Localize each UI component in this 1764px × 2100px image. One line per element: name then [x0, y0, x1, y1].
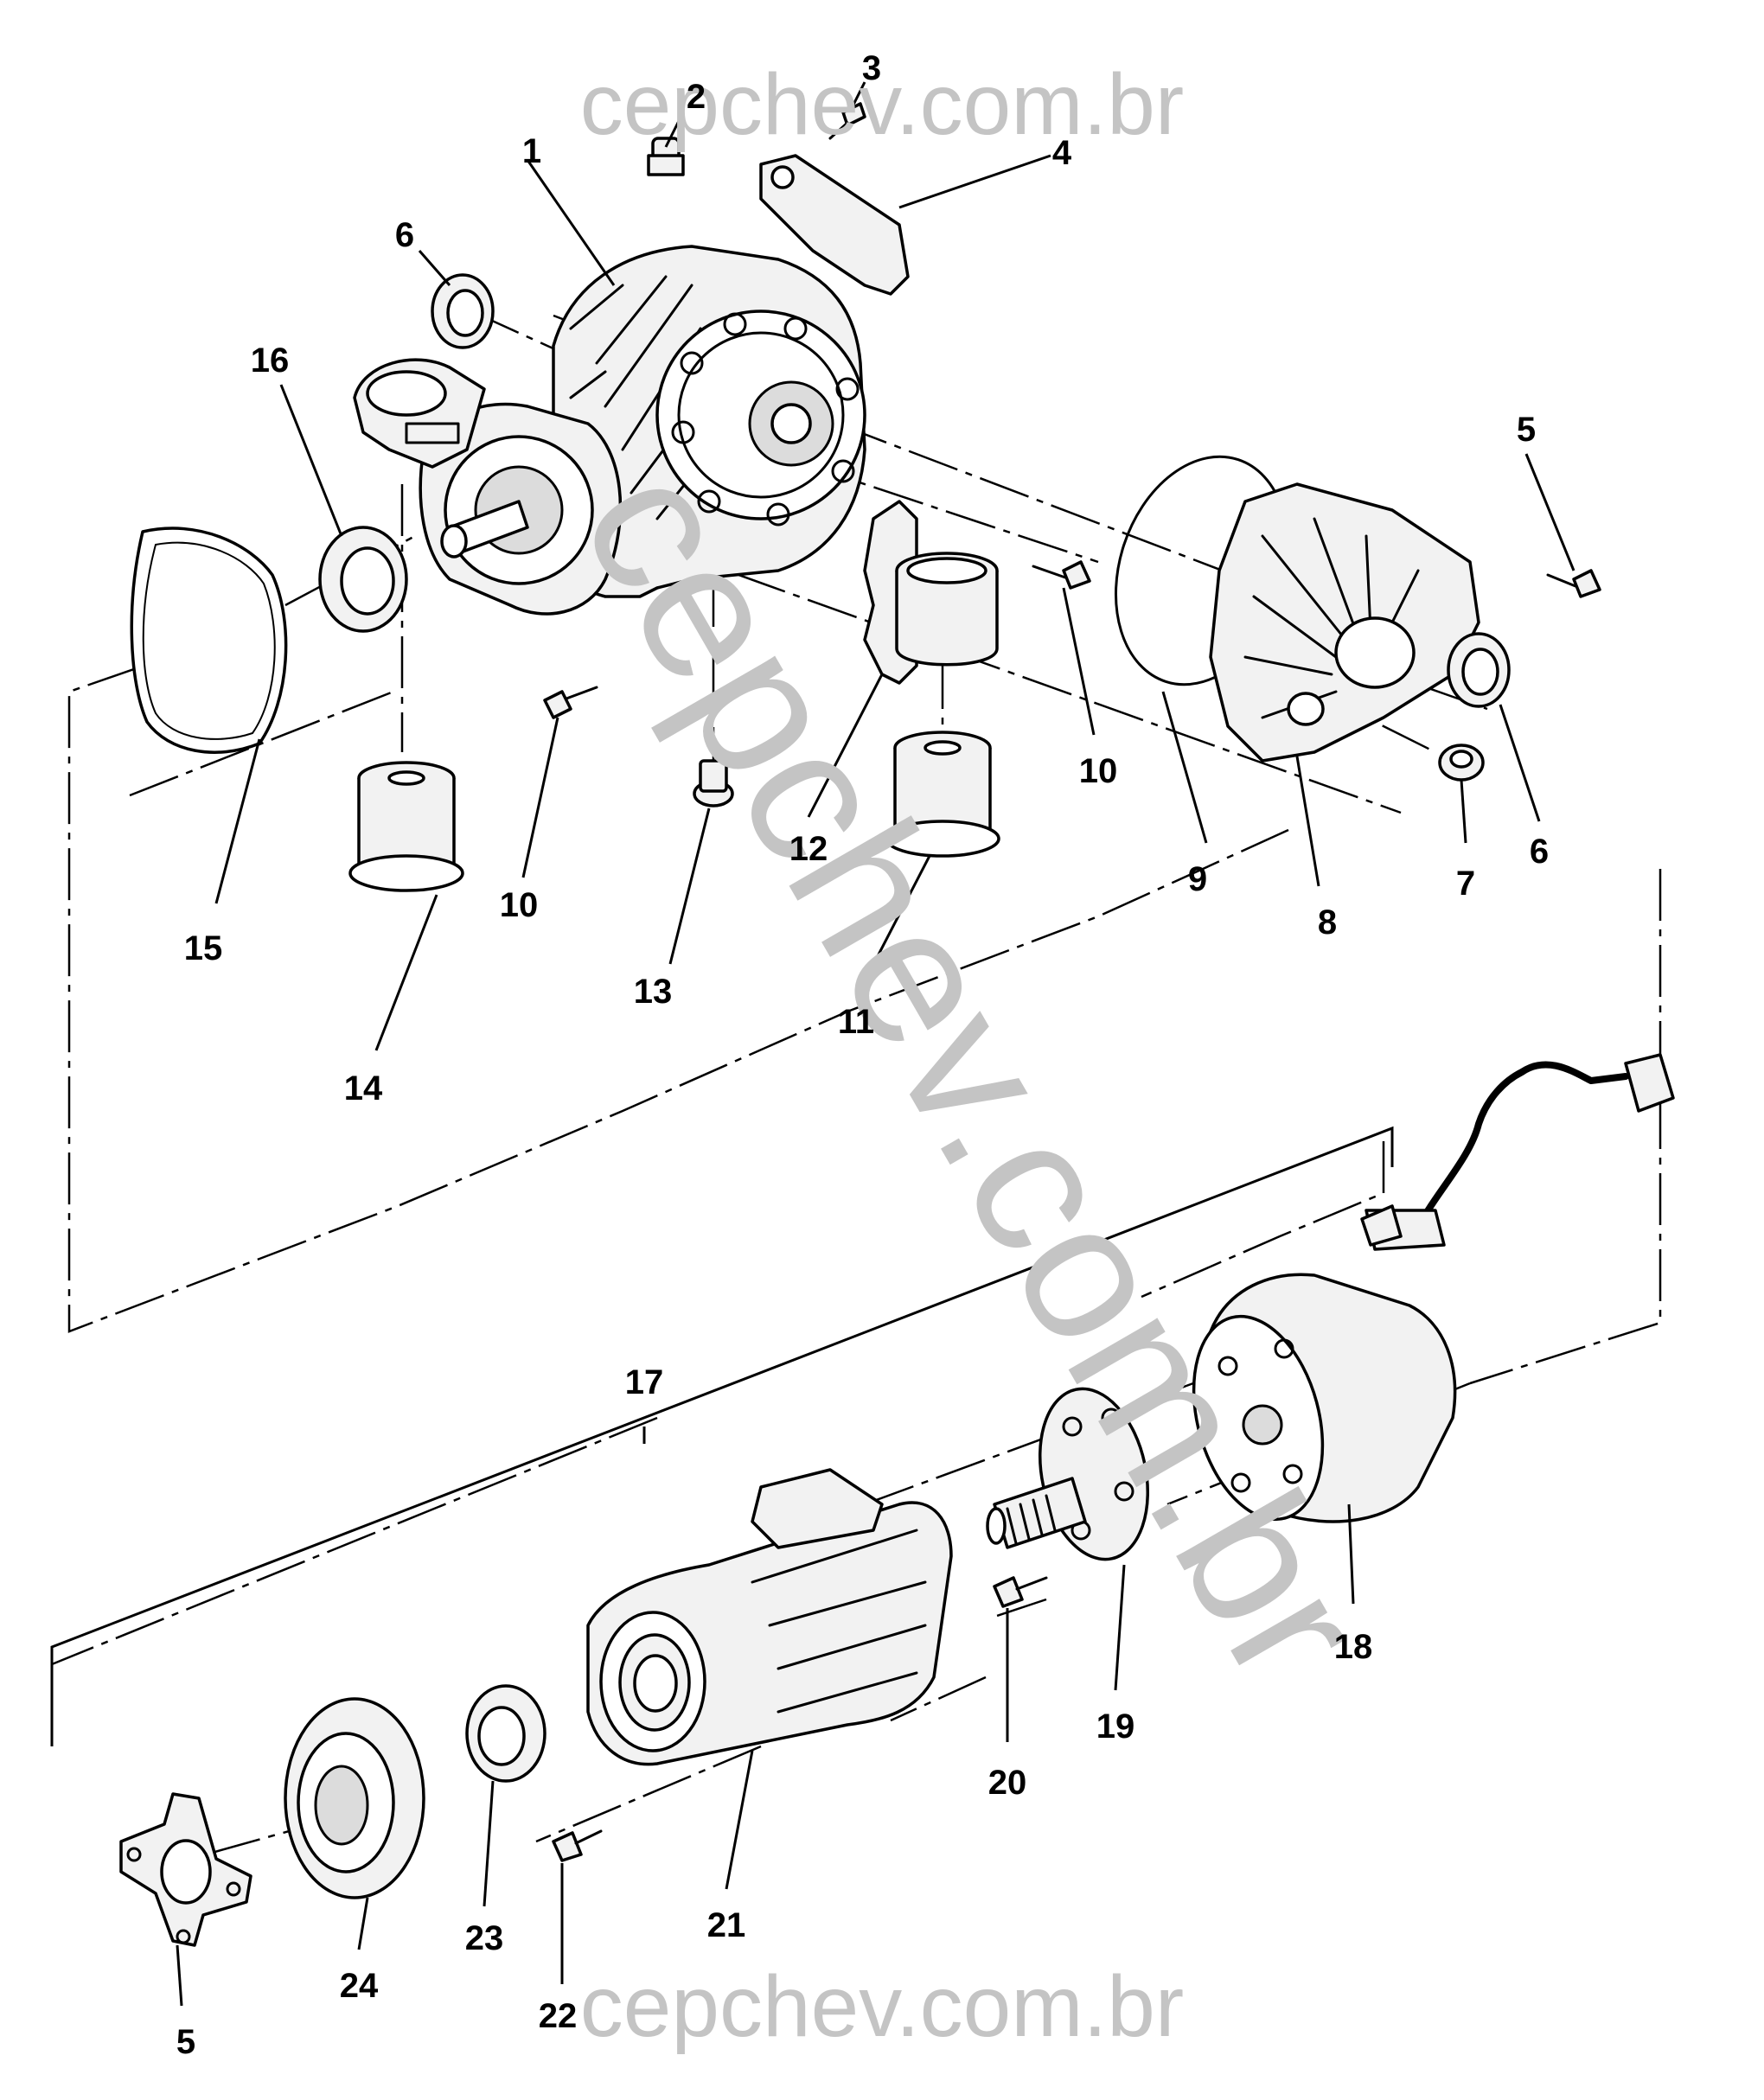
callout-4: 4	[1052, 134, 1072, 172]
axle-seal-6-right	[1447, 632, 1511, 708]
callout-20: 20	[988, 1764, 1027, 1802]
callout-13: 13	[634, 973, 673, 1011]
callout-19: 19	[1096, 1707, 1135, 1746]
seal-24	[284, 1697, 425, 1899]
pinion-seal	[318, 526, 408, 633]
callout-15: 15	[184, 929, 223, 967]
wiring-harness	[1360, 1053, 1675, 1251]
callout-24: 24	[340, 1967, 379, 2005]
callout-2: 2	[687, 78, 706, 116]
gasket	[130, 527, 288, 754]
output-shaft	[986, 1387, 1150, 1561]
bolt-22	[552, 1829, 603, 1862]
callout-6-right: 6	[1530, 833, 1549, 871]
callout-6-left: 6	[395, 216, 414, 254]
plug-13	[693, 759, 734, 807]
bushing-14	[348, 761, 464, 892]
clutch-housing	[1192, 1273, 1457, 1523]
vent-bracket	[759, 154, 910, 296]
plug-7	[1438, 744, 1485, 782]
bushing-11	[885, 731, 1000, 858]
callout-7: 7	[1456, 865, 1475, 903]
fill-plug	[647, 137, 685, 176]
callout-10-right: 10	[1079, 752, 1118, 790]
bolt-20	[993, 1576, 1048, 1608]
callout-12: 12	[789, 830, 828, 868]
leader-lines	[50, 81, 1575, 2007]
callout-22: 22	[539, 1997, 578, 2035]
watermark-bottom: cepchev.com.br	[580, 1958, 1184, 2055]
differential-cover	[1209, 482, 1480, 763]
callout-9: 9	[1188, 860, 1207, 898]
callout-18: 18	[1334, 1628, 1373, 1666]
differential-housing	[353, 245, 866, 616]
callout-5-bottom: 5	[176, 2023, 195, 2061]
callout-23: 23	[465, 1919, 504, 1957]
callout-8: 8	[1318, 903, 1337, 941]
callout-5-top: 5	[1517, 411, 1536, 449]
callout-numbers: 1 2 3 4 5 5 5 6 6 7 8 9 10 10 11 12 13 1…	[176, 49, 1549, 2061]
bolt-10-left	[543, 686, 598, 719]
callout-1: 1	[522, 132, 541, 170]
callout-11: 11	[838, 1003, 874, 1041]
axle-seal-6-left	[431, 273, 495, 349]
bolt-10-right	[1032, 560, 1091, 590]
callout-10-left: 10	[500, 886, 539, 924]
output-flange	[119, 1792, 252, 1947]
callout-3: 3	[862, 49, 881, 87]
callout-21: 21	[707, 1906, 746, 1944]
callout-16: 16	[251, 341, 290, 380]
mount-bracket	[863, 500, 999, 685]
extension-housing	[586, 1468, 953, 1766]
callout-14: 14	[344, 1069, 383, 1107]
watermark-top: cepchev.com.br	[580, 56, 1184, 153]
seal-23	[465, 1684, 546, 1783]
bolt-5-top	[1546, 569, 1601, 598]
bolt-3	[828, 102, 866, 140]
callout-17: 17	[625, 1363, 664, 1401]
